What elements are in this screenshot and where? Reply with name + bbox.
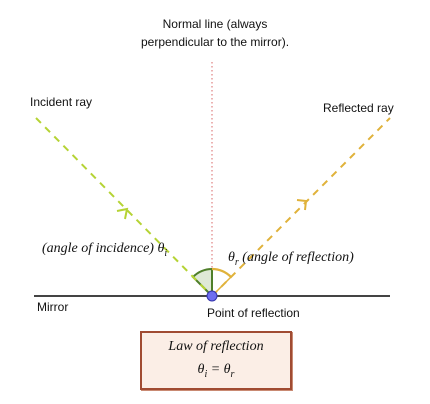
angle-reflection-symbol: θ [228, 250, 235, 265]
law-eq-right-sub: r [230, 368, 235, 380]
reflected-ray-arrow [296, 199, 308, 211]
normal-line-label-1: Normal line (always [162, 17, 268, 31]
incident-ray-label: Incident ray [30, 95, 93, 109]
law-eq-mid: = θ [207, 362, 231, 377]
mirror-label: Mirror [37, 300, 69, 314]
incident-ray-line [35, 117, 213, 297]
point-of-reflection-label: Point of reflection [207, 306, 300, 320]
angle-incidence-sub: i [164, 247, 168, 259]
law-eq-left-sub: i [204, 368, 208, 380]
incident-ray-arrow [116, 207, 129, 220]
point-of-reflection-marker [206, 290, 218, 302]
law-equation: θi = θr [142, 362, 290, 380]
normal-line-label-2: perpendicular to the mirror). [140, 35, 290, 49]
law-eq-left: θ [197, 362, 205, 377]
law-of-reflection-box: Law of reflection θi = θr [140, 331, 292, 390]
law-title: Law of reflection [168, 339, 264, 354]
angle-reflection-sub: r [234, 256, 239, 268]
reflected-ray-line [211, 117, 391, 297]
angle-reflection-label: θr (angle of reflection) [228, 249, 354, 272]
angle-incidence-text: (angle of incidence) θ [42, 241, 165, 256]
angle-incidence-label: (angle of incidence) θi [42, 240, 167, 263]
angle-reflection-text: (angle of reflection) [238, 250, 354, 265]
reflected-ray-label: Reflected ray [323, 101, 394, 115]
